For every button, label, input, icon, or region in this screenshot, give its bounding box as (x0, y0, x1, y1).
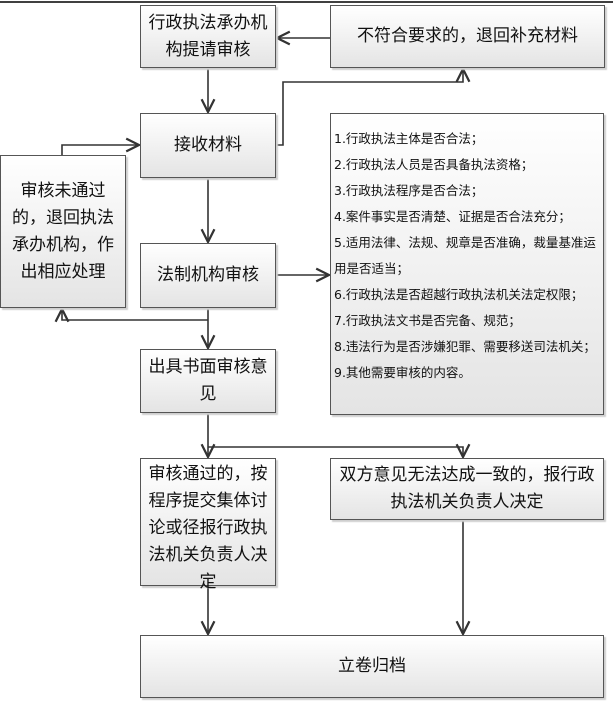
review-item: 8.违法行为是否涉嫌犯罪、需要移送司法机关； (334, 339, 596, 354)
arrow-opinion-to-disagreement (208, 447, 463, 457)
review-item: 2.行政执法人员是否具备执法资格； (334, 157, 534, 172)
node-receive: 接收材料 (140, 113, 276, 178)
review-item: 4.案件事实是否清楚、证据是否合法充分； (334, 209, 571, 224)
node-written-opinion: 出具书面审核意见 (140, 349, 276, 413)
review-item: 3.行政执法程序是否合法； (334, 183, 484, 198)
node-disagreement: 双方意见无法达成一致的，报行政执法机关负责人决定 (330, 458, 604, 520)
node-archive: 立卷归档 (140, 635, 604, 698)
node-submit: 行政执法承办机构提请审核 (140, 5, 276, 68)
node-review-items: 1.行政执法主体是否合法； 2.行政执法人员是否具备执法资格； 3.行政执法程序… (330, 113, 604, 415)
review-item: 1.行政执法主体是否合法； (334, 131, 484, 146)
node-approved: 审核通过的，按程序提交集体讨论或径报行政执法机关负责人决定 (140, 458, 276, 592)
review-item: 9.其他需要审核的内容。 (334, 365, 471, 380)
review-item: 6.行政执法是否超越行政执法机关法定权限； (334, 287, 584, 302)
node-rejected: 审核未通过的，退回执法承办机构，作出相应处理 (0, 155, 126, 308)
node-legal-review: 法制机构审核 (140, 243, 276, 308)
arrow-rejected-to-receive (61, 145, 139, 155)
arrow-review-to-rejected (62, 309, 208, 320)
review-item: 7.行政执法文书是否完备、规范； (334, 313, 521, 328)
node-return-supplement: 不符合要求的，退回补充材料 (330, 5, 605, 68)
review-item: 5.适用法律、法规、规章是否准确，裁量基准运用是否适当； (334, 235, 596, 276)
arrow-receive-to-return (276, 69, 463, 146)
